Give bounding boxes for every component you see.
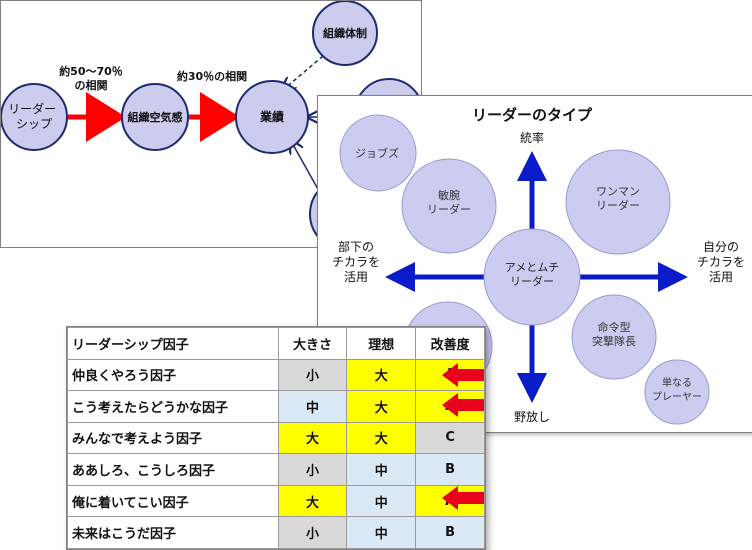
correlation-label-2: 約30％の相関 xyxy=(177,69,247,83)
axis-label-right: 自分のチカラを活用 xyxy=(697,240,745,284)
arrow-lower-to-performance xyxy=(291,141,320,192)
size-cell: 小 xyxy=(277,453,348,486)
size-cell: 中 xyxy=(277,390,348,423)
arrow-system-to-performance xyxy=(283,55,324,90)
correlation-label-1a: 約50～70％ xyxy=(59,64,123,78)
axis-label-left: 部下のチカラを活用 xyxy=(332,239,380,284)
ideal-cell: 大 xyxy=(346,390,417,423)
factor-name: ああしろ、こうしろ因子 xyxy=(67,453,279,486)
bubble-sharp-leader xyxy=(401,158,497,254)
bubble-mere-player xyxy=(644,359,710,425)
bubble-carrot-stick-label: アメとムチリーダー xyxy=(505,261,559,288)
highlight-arrow-row-1 xyxy=(442,363,484,387)
header-ideal: 理想 xyxy=(346,327,417,360)
table-row: ああしろ、こうしろ因子 小 中 B xyxy=(67,453,485,486)
table-row: こう考えたらどうかな因子 中 大 A xyxy=(67,390,485,423)
ideal-cell: 大 xyxy=(346,421,417,455)
factor-table: リーダーシップ因子 大きさ 理想 改善度 仲良くやろう因子 小 大 A こう考え… xyxy=(67,327,485,549)
factor-name: 仲良くやろう因子 xyxy=(67,358,279,392)
table-row: みんなで考えよう因子 大 大 C xyxy=(67,421,485,455)
header-factor: リーダーシップ因子 xyxy=(67,327,279,360)
improvement-cell: B xyxy=(415,453,485,486)
improvement-cell: B xyxy=(415,516,485,549)
node-performance-label: 業績 xyxy=(259,109,284,124)
correlation-label-1b: の相関 xyxy=(75,78,108,92)
bubble-command-leader xyxy=(571,294,657,380)
table-row: 俺に着いてこい因子 大 中 A xyxy=(67,484,485,518)
highlight-arrows xyxy=(442,363,484,510)
ideal-cell: 中 xyxy=(346,516,417,549)
types-title: リーダーのタイプ xyxy=(472,106,593,124)
bubble-player-label: 単なるプレーヤー xyxy=(652,376,702,403)
size-cell: 大 xyxy=(277,484,348,518)
node-system xyxy=(312,0,378,66)
bubble-carrot-stick-leader xyxy=(483,228,581,326)
highlight-arrow-row-2 xyxy=(442,393,484,417)
bubble-sharp-leader-label: 敏腕リーダー xyxy=(427,188,471,216)
node-climate-label: 組織空気感 xyxy=(128,110,183,124)
node-leadership xyxy=(0,83,68,151)
node-leadership-label: リーダー シップ xyxy=(8,101,60,131)
node-performance xyxy=(235,80,309,154)
factor-name: みんなで考えよう因子 xyxy=(67,421,279,455)
bubble-jobs-label: ジョブズ xyxy=(355,146,399,160)
axis-label-bottom: 野放し xyxy=(514,409,550,424)
ideal-cell: 中 xyxy=(346,484,417,518)
table-row: 仲良くやろう因子 小 大 A xyxy=(67,358,485,392)
bubble-command-label: 命令型突撃隊長 xyxy=(592,320,636,348)
size-cell: 小 xyxy=(277,516,348,549)
size-cell: 小 xyxy=(277,358,348,392)
table-header-row: リーダーシップ因子 大きさ 理想 改善度 xyxy=(67,327,485,360)
improvement-cell: C xyxy=(415,421,485,455)
highlight-arrow-row-5 xyxy=(442,486,484,510)
bubble-oneman-leader-label: ワンマンリーダー xyxy=(596,185,640,212)
factor-name: 俺に着いてこい因子 xyxy=(67,484,279,518)
axis-label-top: 統率 xyxy=(520,130,544,145)
factor-table-panel: リーダーシップ因子 大きさ 理想 改善度 仲良くやろう因子 小 大 A こう考え… xyxy=(66,326,486,550)
factor-name: こう考えたらどうかな因子 xyxy=(67,390,279,423)
ideal-cell: 中 xyxy=(346,453,417,486)
table-row: 未来はこうだ因子 小 中 B xyxy=(67,516,485,549)
bubble-jobs xyxy=(339,114,417,192)
factor-name: 未来はこうだ因子 xyxy=(67,516,279,549)
node-climate xyxy=(121,83,189,151)
header-improvement: 改善度 xyxy=(415,327,485,360)
bubble-oneman-leader xyxy=(565,149,671,255)
size-cell: 大 xyxy=(277,421,348,455)
node-system-label: 組織体制 xyxy=(323,26,367,40)
ideal-cell: 大 xyxy=(346,358,417,392)
header-size: 大きさ xyxy=(277,327,348,360)
